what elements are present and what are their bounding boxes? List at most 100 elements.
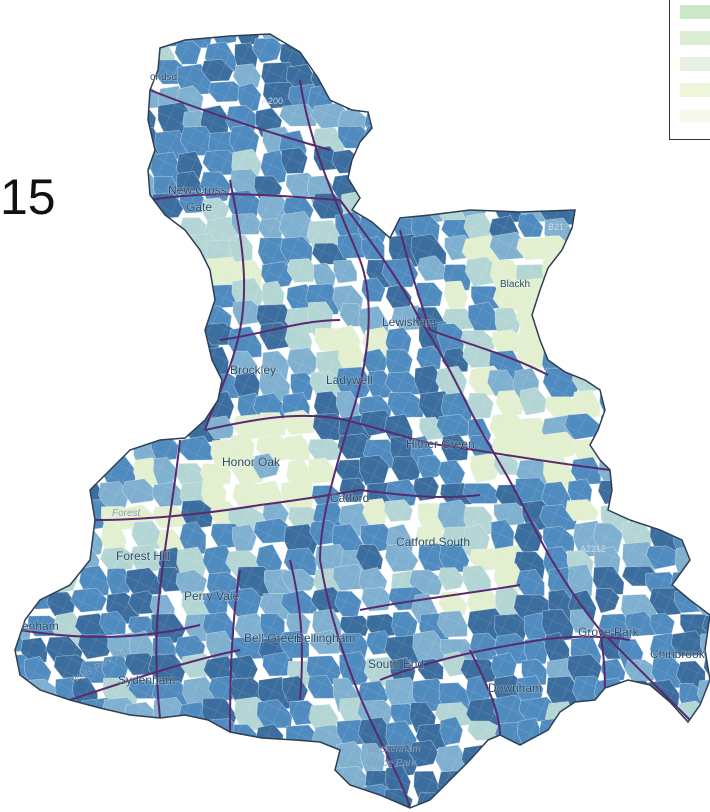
ward-line	[319, 559, 411, 808]
lsoa-cell	[648, 389, 681, 427]
lsoa-cell	[700, 193, 710, 225]
label-ladywell: Ladywell	[326, 373, 373, 387]
lsoa-cell	[49, 124, 84, 157]
lsoa-cell	[149, 257, 185, 288]
label-hither-green: Hither Green	[406, 437, 475, 451]
lsoa-cell	[442, 784, 467, 808]
lsoa-cell	[697, 213, 710, 250]
lsoa-cell	[15, 501, 25, 532]
lsoa-cell	[572, 722, 609, 752]
lsoa-cell	[103, 36, 131, 68]
label-lewisham: Lewisham	[382, 315, 436, 329]
lsoa-cell	[621, 704, 647, 726]
lsoa-cell	[565, 60, 599, 88]
lsoa-cell	[75, 455, 100, 483]
lsoa-cell	[100, 276, 134, 312]
lsoa-cell	[438, 34, 467, 50]
lsoa-cell	[55, 301, 85, 335]
lsoa-cell	[575, 198, 599, 231]
lsoa-cell	[382, 81, 417, 110]
lsoa-cell	[21, 521, 54, 546]
lsoa-cell	[461, 173, 499, 207]
lsoa-cell	[102, 717, 130, 745]
lsoa-cell	[15, 432, 30, 464]
lsoa-cell	[598, 368, 626, 402]
lsoa-cell	[567, 84, 600, 111]
lsoa-cell	[653, 786, 688, 808]
lsoa-cell	[133, 326, 157, 357]
lsoa-cell	[383, 130, 413, 160]
label-penge: enham	[22, 619, 59, 633]
lsoa-cell	[465, 58, 490, 86]
legend-swatch	[680, 109, 710, 123]
lsoa-cell	[540, 303, 572, 340]
lsoa-cell	[52, 103, 90, 138]
lsoa-cell	[670, 146, 704, 172]
lsoa-cell	[204, 786, 234, 808]
label-forest: Forest	[112, 508, 142, 519]
lsoa-cell	[15, 324, 28, 353]
ward-line	[299, 79, 370, 561]
lsoa-cell	[700, 303, 710, 335]
ward-line	[94, 489, 361, 521]
lsoa-cell	[618, 34, 652, 49]
label-downham: Downham	[488, 681, 542, 695]
lsoa-cell	[50, 545, 87, 575]
lsoa-cell	[44, 34, 81, 48]
lsoa-cell	[51, 770, 81, 798]
lsoa-cell	[305, 35, 341, 63]
lsoa-cell	[592, 216, 622, 250]
lsoa-cell	[100, 305, 130, 330]
lsoa-cell	[155, 373, 185, 397]
lsoa-cell	[651, 412, 678, 440]
lsoa-cell	[259, 742, 294, 771]
lsoa-cell	[592, 105, 623, 129]
ward-line	[379, 635, 631, 681]
lsoa-cell	[131, 411, 162, 442]
lsoa-cell	[98, 150, 134, 176]
lsoa-cell	[544, 280, 578, 308]
lsoa-cell	[148, 722, 187, 753]
lsoa-cell	[230, 785, 257, 808]
lsoa-cell	[597, 66, 636, 91]
ward-line	[599, 629, 606, 689]
lsoa-cell	[15, 412, 31, 441]
lsoa-cell	[127, 763, 158, 793]
lsoa-cell	[596, 764, 632, 798]
lsoa-cell	[572, 214, 605, 246]
lsoa-cell	[623, 283, 661, 321]
lsoa-cell	[437, 171, 472, 196]
lsoa-cell	[439, 129, 478, 167]
lsoa-cell	[464, 145, 491, 182]
lsoa-cell	[599, 695, 629, 724]
lsoa-cell	[567, 172, 604, 206]
ward-line	[339, 199, 691, 721]
lsoa-cell	[675, 389, 710, 415]
lsoa-cell	[151, 300, 188, 329]
lsoa-cell	[649, 257, 677, 292]
lsoa-cell	[260, 787, 295, 808]
lsoa-cell	[462, 124, 499, 151]
lsoa-cell	[95, 789, 131, 808]
lsoa-cell	[514, 105, 548, 128]
lsoa-cell	[155, 392, 193, 422]
ward-line	[69, 649, 241, 701]
lsoa-cell	[71, 104, 106, 133]
lsoa-cell	[672, 744, 703, 774]
lsoa-cell	[15, 34, 21, 54]
lsoa-cell	[15, 352, 35, 382]
lsoa-cell	[695, 389, 710, 419]
lsoa-cell	[15, 305, 34, 335]
ward-line	[229, 569, 241, 733]
lsoa-cell	[618, 365, 647, 402]
lsoa-cell	[486, 740, 515, 774]
label-b21: B21	[548, 222, 564, 232]
lsoa-cell	[15, 478, 28, 501]
lsoa-cell	[124, 284, 165, 316]
label-catford-south: Catford South	[396, 535, 470, 549]
lsoa-cell	[15, 460, 30, 487]
lsoa-cell	[490, 171, 521, 199]
lsoa-cell	[591, 791, 628, 808]
lsoa-cell	[546, 82, 577, 108]
lsoa-cell	[80, 434, 117, 466]
